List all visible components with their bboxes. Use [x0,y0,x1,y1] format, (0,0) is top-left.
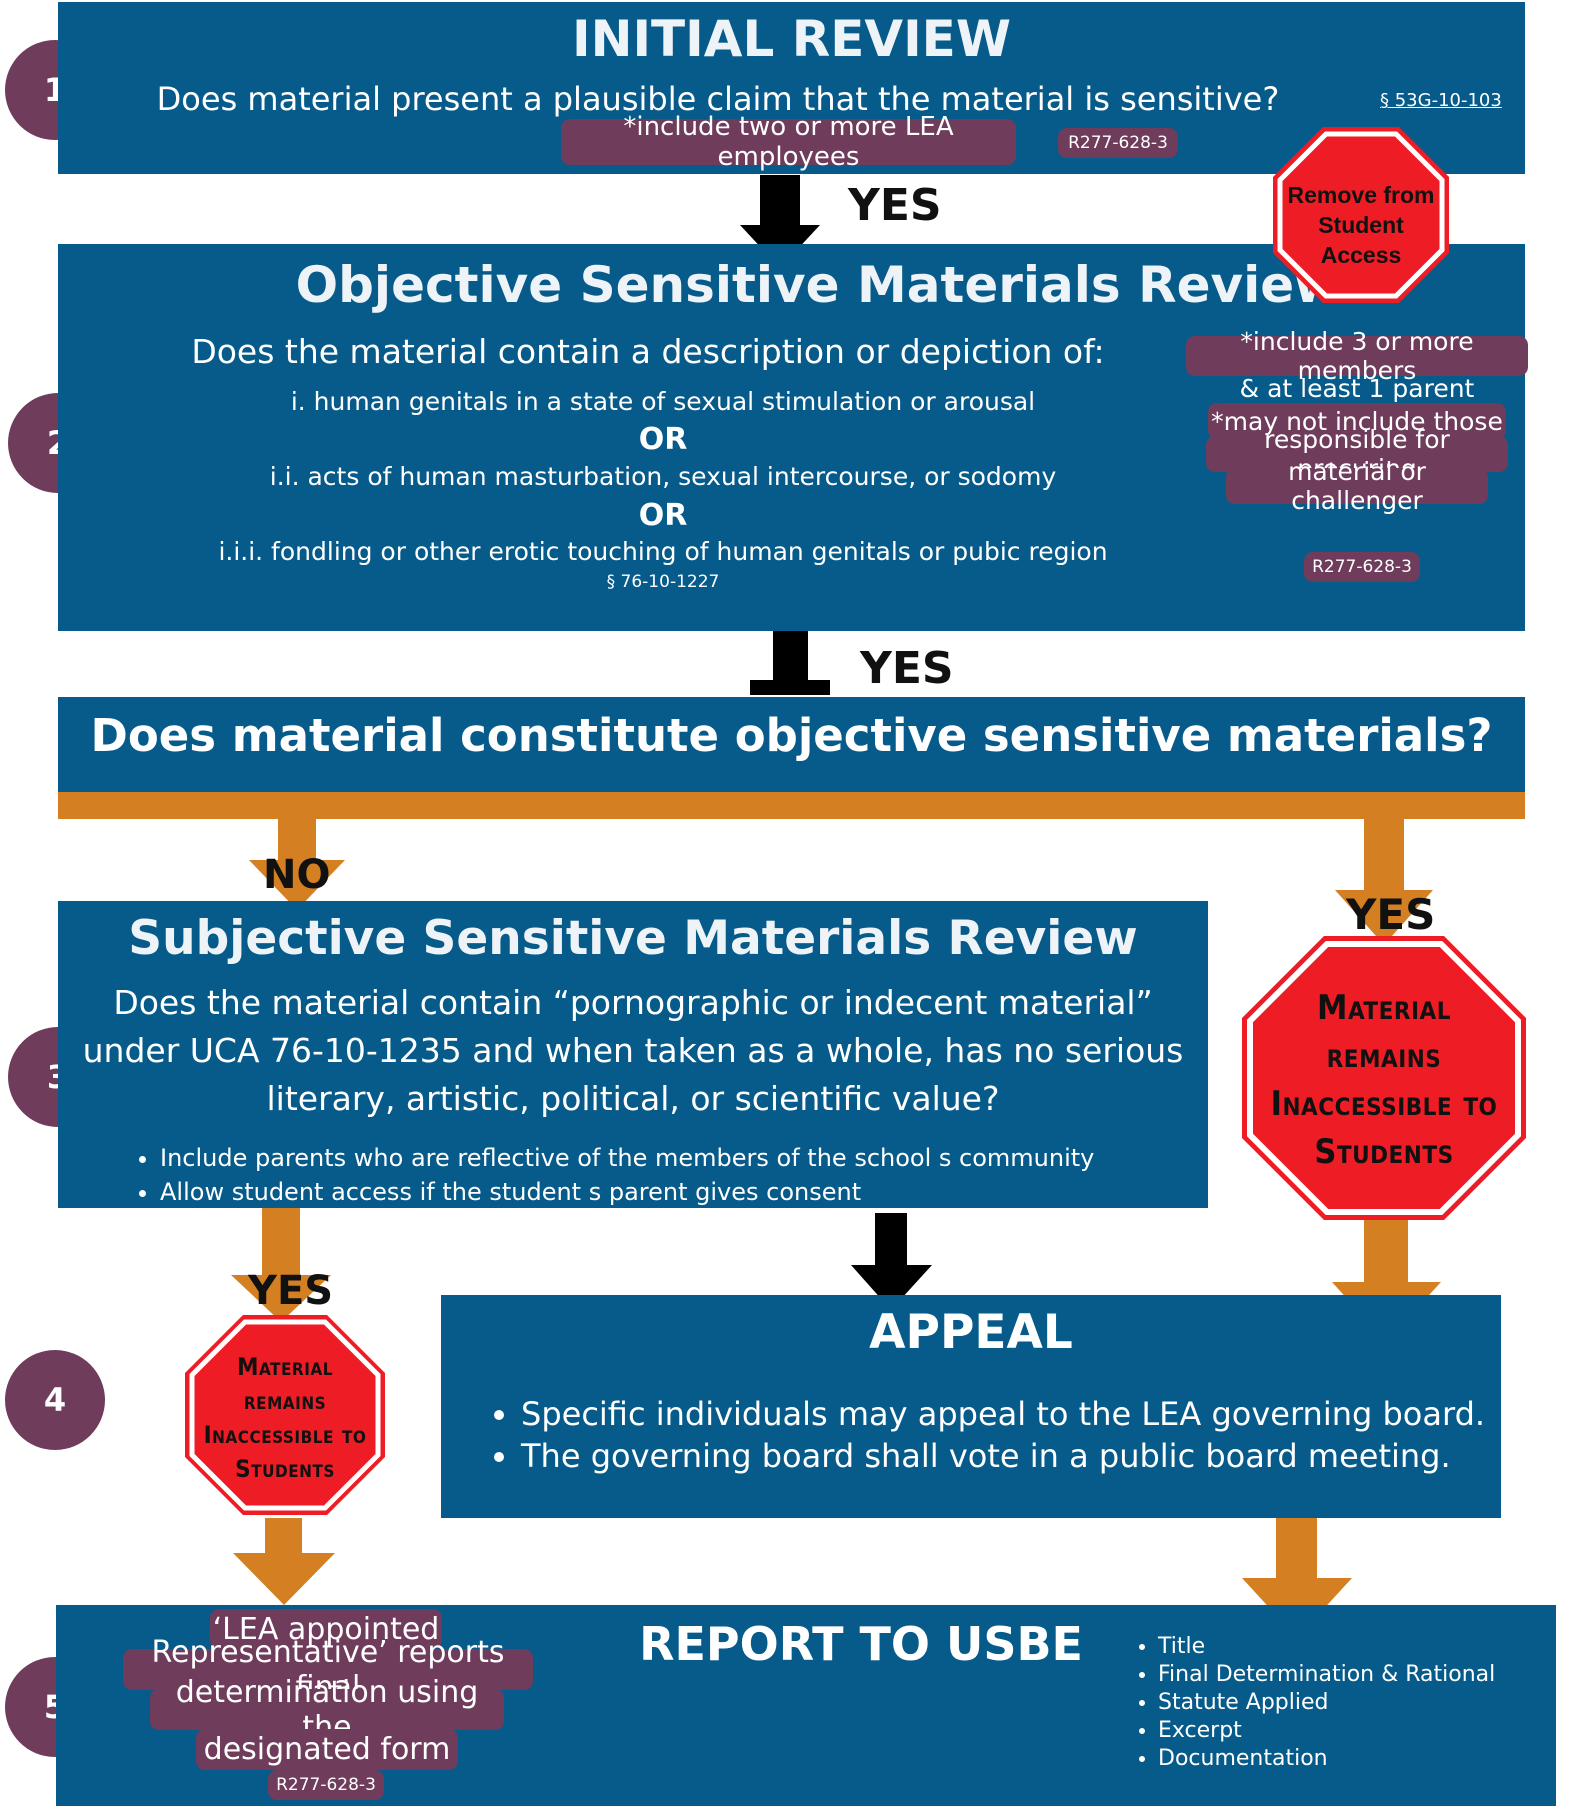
subjective-question-line-2: under UCA 76-10-1235 and when taken as a… [82,1031,1184,1070]
arrow-down-black [851,1213,932,1310]
yes-label-2: YES [860,643,954,694]
report-item: Final Determination & Rational [1158,1661,1495,1689]
report-items: Title Final Determination & Rational Sta… [1128,1633,1495,1773]
objective-note-line-2: & at least 1 parent [1239,374,1475,403]
inaccessible-stop-sign-small [185,1315,385,1515]
small-stop-line-2: remains [243,1387,327,1415]
remove-sign-line-3: Access [1320,242,1402,268]
arrow-down-orange [1242,1503,1352,1638]
small-stop-line-3: Inaccessible to [203,1421,367,1449]
report-item: Excerpt [1158,1717,1495,1745]
remove-sign-text: Remove from Student Access [1269,180,1453,270]
arrow-down-orange [233,1518,335,1605]
yes-label-4: YES [248,1268,334,1314]
arrow-down-orange [249,819,345,910]
initial-review-title: INITIAL REVIEW [572,10,1011,68]
appeal-bullet: Specific individuals may appeal to the L… [521,1393,1485,1435]
subjective-review-box: Subjective Sensitive Materials Review Do… [58,901,1208,1208]
objective-note-line-3: *may not include those [1208,403,1506,439]
report-rule: R277-628-3 [268,1770,384,1800]
objective-review-question: Does the material contain a description … [191,332,1105,371]
objective-note-line-1: *include 3 or more members [1186,327,1528,385]
objective-item-1: i. human genitals in a state of sexual s… [290,387,1036,416]
objective-or-1: OR [638,422,688,457]
report-rep-line-4: designated form [196,1729,458,1770]
small-stop-line-4: Students [235,1455,335,1483]
step-number-4: 4 [5,1350,105,1450]
initial-review-question: Does material present a plausible claim … [156,80,1280,118]
subjective-bullets: Include parents who are reflective of th… [160,1141,1094,1209]
initial-review-statute[interactable]: § 53G-10-103 [1380,90,1502,111]
subjective-question-line-1: Does the material contain “pornographic … [113,983,1153,1022]
arrow-down-orange [231,1207,331,1322]
objective-item-2: i.i. acts of human masturbation, sexual … [269,462,1057,491]
large-stop-line-4: Students [1314,1132,1454,1172]
objective-or-2: OR [638,498,688,533]
objective-statute: § 76-10-1227 [606,572,720,592]
subjective-bullet: Allow student access if the student s pa… [160,1175,1094,1209]
report-rep-line-2: Representative’ reports final [123,1635,533,1705]
yes-label-1: YES [848,180,942,231]
report-item: Title [1158,1633,1495,1661]
remove-from-access-stop-sign [1273,127,1449,303]
report-item: Documentation [1158,1745,1495,1773]
large-stop-text: Material remains Inaccessible to Student… [1238,984,1530,1176]
objective-rule: R277-628-3 [1304,552,1420,582]
remove-sign-line-1: Remove from [1287,182,1435,208]
large-stop-line-2: remains [1326,1036,1442,1076]
report-rep-line-1: ‘LEA appointed [210,1609,442,1649]
initial-review-note: *include two or more LEA employees [561,112,1016,172]
yes-label-3: YES [1346,890,1436,939]
small-stop-text: Material remains Inaccessible to Student… [182,1350,388,1486]
constitute-question: Does material constitute objective sensi… [90,709,1493,762]
subjective-question-line-3: literary, artistic, political, or scient… [266,1079,1000,1118]
report-rep-line-3: determination using the [150,1675,504,1745]
arrow-down-orange [1335,819,1433,945]
appeal-title: APPEAL [869,1305,1073,1360]
appeal-bullets: Specific individuals may appeal to the L… [491,1393,1485,1477]
objective-item-3: i.i.i. fondling or other erotic touching… [218,537,1108,566]
small-stop-line-1: Material [237,1353,333,1381]
large-stop-line-3: Inaccessible to [1270,1084,1498,1124]
objective-review-title: Objective Sensitive Materials Review [295,256,1341,314]
subjective-bullet: Include parents who are reflective of th… [160,1141,1094,1175]
arrow-down-black [750,628,830,695]
report-item: Statute Applied [1158,1689,1495,1717]
initial-review-rule: R277-628-3 [1058,128,1178,158]
constitute-box: Does material constitute objective sensi… [58,697,1525,792]
subjective-review-title: Subjective Sensitive Materials Review [128,911,1138,966]
initial-review-box: INITIAL REVIEW Does material present a p… [58,2,1525,174]
appeal-box: APPEAL Specific individuals may appeal t… [441,1295,1501,1518]
report-title: REPORT TO USBE [639,1617,1083,1671]
no-label: NO [263,852,331,898]
large-stop-line-1: Material [1317,988,1451,1028]
appeal-bullet: The governing board shall vote in a publ… [521,1435,1485,1477]
remove-sign-line-2: Student [1318,212,1404,238]
orange-connector-bar [58,792,1525,819]
objective-note-line-5: material or challenger [1226,457,1488,515]
inaccessible-stop-sign-large [1242,936,1526,1220]
